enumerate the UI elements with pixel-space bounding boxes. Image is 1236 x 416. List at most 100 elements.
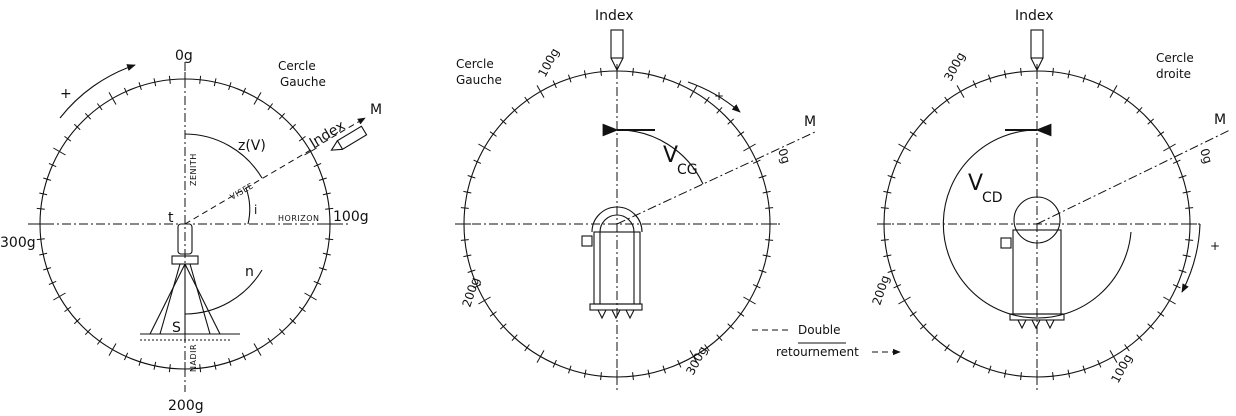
graduation-tick	[153, 361, 157, 370]
telescope-body	[177, 223, 193, 255]
graduation-tick	[887, 269, 896, 273]
graduation-tick	[704, 344, 710, 352]
point-m-label-2: M	[804, 114, 816, 130]
graduation-tick	[647, 369, 651, 378]
graduation-tick	[199, 364, 202, 373]
grad-0g-left: 0g	[175, 48, 193, 64]
graduation-tick	[880, 239, 889, 241]
graduation-tick	[213, 361, 217, 370]
graduation-tick	[988, 365, 992, 374]
graduation-tick	[322, 192, 331, 196]
index-label-3: Index	[1015, 8, 1054, 24]
graduation-tick	[253, 92, 262, 105]
graduation-tick	[583, 369, 587, 378]
graduation-tick	[1097, 80, 1102, 89]
index-pointer-3	[1030, 29, 1044, 72]
graduation-tick	[1124, 96, 1130, 104]
rotation-arrow-1	[59, 64, 136, 119]
nadir-angle-arc	[184, 269, 263, 315]
grad-300g-left: 300g	[0, 235, 36, 251]
graduation-tick	[463, 190, 472, 194]
circle-label-2-line1: Cercle	[456, 57, 494, 71]
circle-2-ticks	[457, 64, 777, 384]
graduation-tick	[727, 323, 735, 330]
index-label-2: Index	[595, 8, 634, 24]
circle-label-2-line2: Gauche	[456, 73, 502, 87]
circle-3-ticks	[877, 64, 1197, 384]
rotation-sense-1: +	[60, 86, 72, 102]
graduation-tick	[956, 85, 965, 98]
nadir-label: NADIR	[189, 344, 198, 372]
graduation-tick	[1178, 269, 1187, 273]
graduation-tick	[662, 74, 666, 83]
theodolite-instrument-2	[581, 206, 643, 320]
station-t-label: t	[168, 210, 174, 226]
graduation-tick	[168, 75, 171, 84]
panel-3-right-circle: Index Cercle droite 300g 0g 200g 100g V …	[870, 8, 1231, 392]
panel-1-left-circle: 0g 100g 200g 300g Cercle Gauche ZENITH N…	[0, 48, 382, 414]
graduation-tick	[460, 239, 469, 241]
horizon-label: HORIZON	[278, 214, 320, 223]
graduation-tick	[499, 323, 507, 330]
graduation-tick	[138, 357, 142, 366]
graduation-tick	[84, 328, 92, 336]
grad-300g-mid: 300g	[683, 344, 710, 378]
zenith-angle-label: z(V)	[238, 138, 266, 154]
graduation-tick	[1147, 118, 1155, 125]
graduation-tick	[743, 143, 756, 152]
graduation-tick	[883, 254, 892, 258]
graduation-tick	[473, 284, 482, 289]
graduation-tick	[36, 207, 45, 210]
graduation-tick	[944, 344, 950, 352]
graduation-tick	[689, 350, 698, 363]
graduation-tick	[536, 85, 545, 98]
graduation-tick	[1052, 67, 1054, 76]
graduation-tick	[253, 343, 262, 356]
graduation-tick	[893, 284, 902, 289]
graduation-tick	[298, 135, 306, 142]
graduation-tick	[489, 131, 497, 137]
graduation-tick	[278, 112, 286, 120]
nadir-angle-n-label: n	[245, 264, 254, 280]
graduation-tick	[199, 75, 202, 84]
graduation-tick	[511, 106, 518, 114]
rotation-sense-3: +	[1210, 239, 1220, 253]
line-of-sight-3	[1036, 129, 1231, 225]
grad-100g-mid: 100g	[535, 46, 562, 80]
point-m-label-3: M	[1214, 112, 1226, 128]
graduation-tick	[478, 143, 491, 152]
graduation-tick	[552, 80, 557, 89]
line-of-sight-2	[616, 131, 816, 225]
graduation-tick	[1003, 369, 1007, 378]
graduation-tick	[898, 296, 911, 305]
graduation-tick	[972, 359, 977, 368]
graduation-tick	[1020, 67, 1022, 76]
graduation-tick	[96, 337, 103, 345]
graduation-tick	[880, 207, 889, 209]
graduation-tick	[765, 207, 774, 209]
graduation-tick	[1157, 131, 1165, 137]
graduation-tick	[228, 82, 232, 91]
graduation-tick	[318, 267, 327, 271]
graduation-tick	[43, 267, 52, 271]
graduation-tick	[123, 352, 129, 361]
graduation-tick	[1182, 254, 1191, 258]
graduation-tick	[944, 96, 950, 104]
graduation-tick	[1082, 74, 1086, 83]
graduation-tick	[1003, 70, 1007, 79]
graduation-tick	[727, 118, 735, 125]
graduation-tick	[632, 67, 634, 76]
grad-100g-left: 100g	[333, 209, 369, 225]
graduation-tick	[737, 311, 745, 317]
graduation-tick	[48, 162, 57, 168]
graduation-tick	[473, 159, 482, 164]
graduation-tick	[1109, 350, 1118, 363]
graduation-tick	[73, 317, 81, 325]
angle-arc-vcd	[942, 129, 1132, 319]
vcd-subscript: CD	[982, 190, 1003, 206]
double-label: Double	[798, 323, 841, 337]
graduation-tick	[84, 112, 92, 120]
graduation-tick	[1157, 311, 1165, 317]
vcg-subscript: CG	[677, 162, 698, 178]
